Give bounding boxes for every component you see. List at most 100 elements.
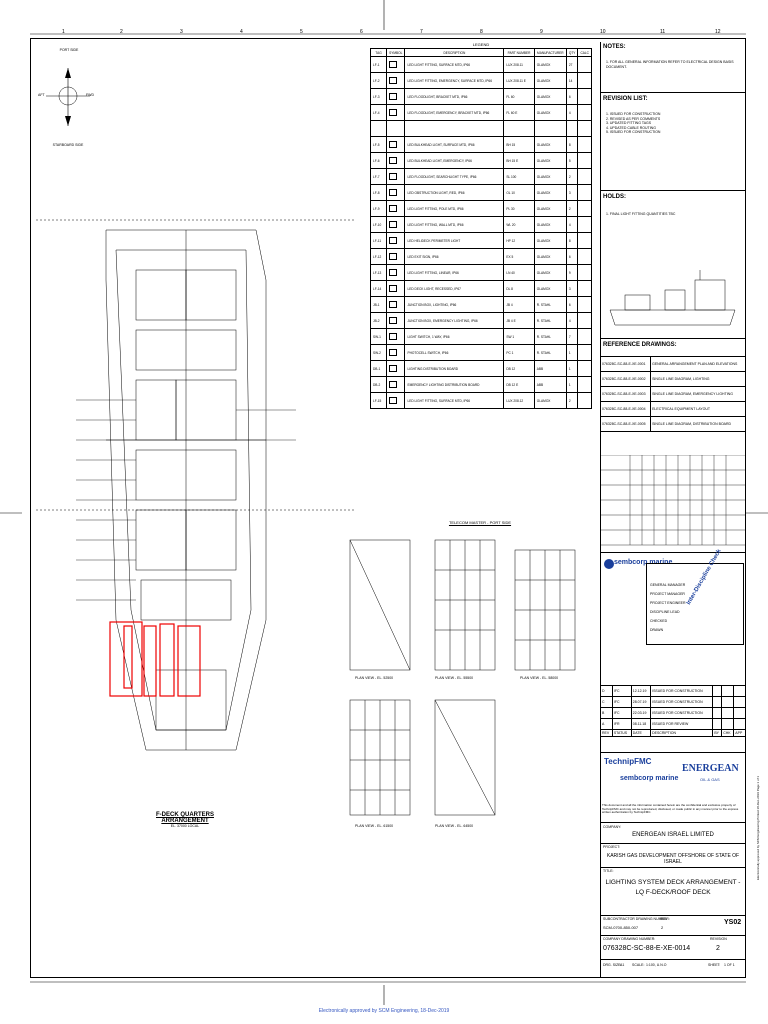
legend-part-number: LUX 208.11 E — [503, 72, 535, 89]
sembcorp-logo-icon — [604, 559, 614, 569]
legend-tag: LF-4 — [369, 104, 388, 121]
legend-tag: LF-5 — [369, 136, 388, 153]
legend-part-number: BH 15 — [503, 136, 535, 153]
light-fitting-icon — [389, 221, 398, 228]
legend-calc — [577, 120, 592, 137]
revision-rev: C — [600, 696, 613, 708]
legend-qty: 7 — [565, 328, 579, 345]
view-label: PLAN VIEW - EL. 55500 — [435, 676, 474, 680]
reference-drawings-title: REFERENCE DRAWINGS: — [603, 342, 677, 348]
legend-symbol — [386, 328, 406, 345]
scale-value: 1:100, U.N.O — [646, 963, 667, 967]
legend-manufacturer: GLAMOX — [533, 56, 567, 73]
grid-col-label: 4 — [240, 29, 243, 35]
grid-col-label: 5 — [300, 29, 303, 35]
legend-tag: LF-13 — [369, 264, 388, 281]
light-fitting-icon — [389, 173, 398, 180]
legend-tag: LF-10 — [369, 216, 388, 233]
legend-qty: 3 — [565, 184, 579, 201]
legend-calc — [577, 184, 592, 201]
title-label: TITLE: — [603, 869, 614, 873]
reference-title: SINGLE LINE DIAGRAM, EMERGENCY LIGHTING — [650, 386, 746, 402]
legend-tag: LF-8 — [369, 184, 388, 201]
reference-number: 076328C-SC-88-E-XE-0002 — [599, 371, 652, 387]
light-fitting-icon — [389, 333, 398, 340]
sheet-label: SHEET: — [708, 963, 721, 967]
legend-header: CALC — [577, 48, 592, 57]
legend-manufacturer: GLAMOX — [533, 200, 567, 217]
legend-description: LED LIGHT FITTING, EMERGENCY, SURFACE MT… — [404, 72, 505, 89]
small-plan-views — [349, 539, 576, 816]
legend-calc — [577, 232, 592, 249]
revision-signature — [712, 685, 723, 697]
project-name: KARISH GAS DEVELOPMENT OFFSHORE OF STATE… — [606, 853, 740, 865]
legend-tag: LF-9 — [369, 200, 388, 217]
legend-manufacturer: GLAMOX — [533, 248, 567, 265]
compass-rose: PORT SIDE AFT FWD STARBOARD SIDE — [38, 48, 98, 158]
legend-symbol — [386, 136, 406, 153]
legend-part-number — [503, 120, 535, 137]
legend-qty: 1 — [565, 360, 579, 377]
subcontractor-number: SCM-0700-850-007 — [603, 925, 639, 930]
legend-part-number: LN 40 — [503, 264, 535, 281]
light-fitting-icon — [389, 237, 398, 244]
technipfmc-logo: TechnipFMC — [604, 757, 652, 766]
side-print-note: Electronically approved by SCM Engineeri… — [756, 775, 760, 880]
legend-symbol — [386, 120, 406, 137]
legend-manufacturer: GLAMOX — [533, 216, 567, 233]
revision-date: 22.03.19 — [630, 707, 652, 719]
light-fitting-icon — [389, 269, 398, 276]
legend-qty: 8 — [565, 232, 579, 249]
legend-manufacturer: ABB — [533, 376, 567, 393]
subcontractor-label: SUBCONTRACTOR DRAWING NUMBER: — [603, 917, 670, 921]
reference-number: 076328C-SC-88-E-XE-0001 — [599, 356, 652, 372]
legend-symbol — [386, 248, 406, 265]
revision-signature — [712, 696, 723, 708]
size-value: A1 — [620, 963, 625, 967]
revision-header: DESCRIPTION — [650, 729, 714, 737]
legend-header: QTY — [565, 48, 579, 57]
legend-calc — [577, 104, 592, 121]
legend-calc — [577, 248, 592, 265]
light-fitting-icon — [389, 349, 398, 356]
project-label: PROJECT: — [603, 845, 620, 849]
legend-tag: LF-15 — [369, 392, 388, 409]
legend-description: EMERGENCY LIGHTING DISTRIBUTION BOARD — [404, 376, 505, 393]
approval-footer: Electronically approved by SCM Engineeri… — [318, 1008, 450, 1014]
legend-calc — [577, 376, 592, 393]
reference-title: GENERAL ARRANGEMENT PLAN AND ELEVATIONS — [650, 356, 746, 372]
legend-manufacturer: GLAMOX — [533, 104, 567, 121]
approval-role: PROJECT ENGINEER — [650, 601, 686, 605]
legend-manufacturer: R. STAHL — [533, 296, 567, 313]
legend-qty: 9 — [565, 264, 579, 281]
legend-manufacturer: GLAMOX — [533, 88, 567, 105]
view-label: PLAN VIEW - EL. 64500 — [435, 824, 474, 828]
revision-desc: ISSUED FOR REVIEW — [650, 718, 714, 730]
light-fitting-icon — [389, 285, 398, 292]
divider — [600, 190, 746, 191]
legend-header: PART NUMBER — [503, 48, 535, 57]
revision-desc: ISSUED FOR CONSTRUCTION — [650, 696, 714, 708]
legend-description: LIGHTING DISTRIBUTION BOARD — [404, 360, 505, 377]
legend-symbol — [386, 392, 406, 409]
legend-part-number: HP 12 — [503, 232, 535, 249]
grid-col-label: 10 — [600, 29, 606, 35]
legend-symbol — [386, 104, 406, 121]
light-fitting-icon — [389, 397, 398, 404]
light-fitting-icon — [389, 93, 398, 100]
legend-tag — [369, 120, 388, 137]
light-fitting-icon — [389, 317, 398, 324]
legend-manufacturer: R. STAHL — [533, 312, 567, 329]
legend-calc — [577, 136, 592, 153]
legend-qty: 2 — [565, 200, 579, 217]
legend-part-number: BH 15 E — [503, 152, 535, 169]
legend-description: LED FLOODLIGHT, SEARCHLIGHT TYPE, IP66 — [404, 168, 505, 185]
legend-description: LED BULKHEAD LIGHT, EMERGENCY, IP66 — [404, 152, 505, 169]
